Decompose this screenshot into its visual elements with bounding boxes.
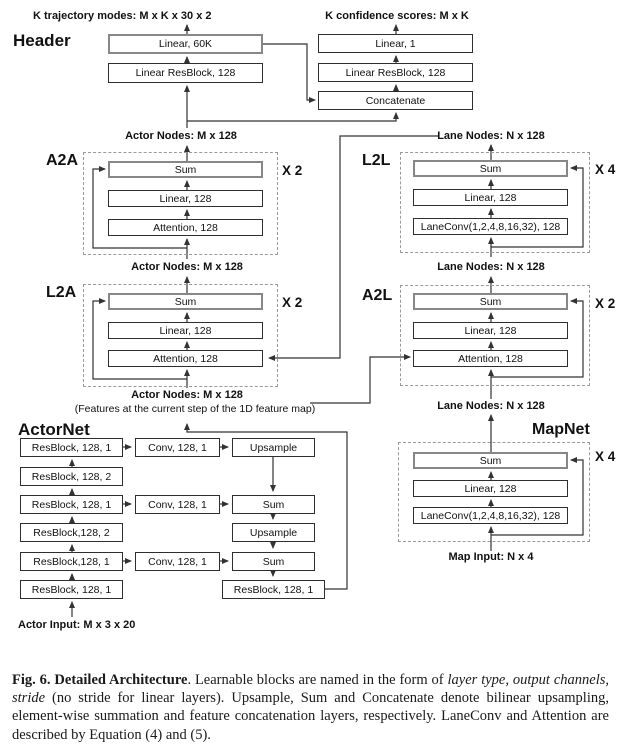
actornet-sum-2: Sum [232,552,315,571]
actornet-conv-3: Conv, 128, 1 [135,552,220,571]
box-linear-1: Linear, 1 [318,34,473,53]
mapnet-sum: Sum [413,452,568,469]
actornet-upsample-1: Upsample [232,438,315,457]
a2a-sum: Sum [108,161,263,178]
label-actor-nodes-top: Actor Nodes: M x 128 [125,130,237,142]
l2a-title: L2A [46,284,77,301]
actornet-sum-1: Sum [232,495,315,514]
label-lane-nodes-bottom: Lane Nodes: N x 128 [437,400,545,412]
a2a-title: A2A [46,152,79,169]
label-trajectory-modes: K trajectory modes: M x K x 30 x 2 [33,10,212,22]
a2a-linear: Linear, 128 [108,190,263,207]
a2l-attention: Attention, 128 [413,350,568,367]
label-map-input: Map Input: N x 4 [448,551,534,563]
actornet-upsample-2: Upsample [232,523,315,542]
actornet-resblock-6: ResBlock, 128, 1 [20,580,123,599]
mapnet-laneconv: LaneConv(1,2,4,8,16,32), 128 [413,507,568,524]
l2a-linear: Linear, 128 [108,322,263,339]
actornet-resblock-5: ResBlock,128, 1 [20,552,123,571]
l2l-dashed-border [400,152,590,253]
l2a-attention: Attention, 128 [108,350,263,367]
connection-wires [69,24,584,617]
a2l-repeat: X 2 [595,296,616,311]
wire-group [69,24,584,617]
l2l-laneconv: LaneConv(1,2,4,8,16,32), 128 [413,218,568,235]
actornet-conv-2: Conv, 128, 1 [135,495,220,514]
caption-italic: layer type, output channels, stride [12,672,609,707]
mapnet-dashed-border [398,442,590,542]
l2l-linear: Linear, 128 [413,189,568,206]
a2a-repeat: X 2 [282,163,303,178]
a2a-attention: Attention, 128 [108,219,263,236]
actornet-resblock-1: ResBlock, 128, 1 [20,438,123,457]
mapnet-title: MapNet [532,421,590,438]
a2l-title: A2L [362,287,393,304]
mapnet-linear: Linear, 128 [413,480,568,497]
caption-text-2: (no stride for linear layers). Upsample,… [12,690,609,743]
l2a-repeat: X 2 [282,295,303,310]
actornet-resblock-3: ResBlock, 128, 1 [20,495,123,514]
header-title: Header [13,31,71,50]
actornet-output-resblock: ResBlock, 128, 1 [222,580,325,599]
label-actor-nodes-mid: Actor Nodes: M x 128 [131,261,243,273]
label-confidence-scores: K confidence scores: M x K [325,10,469,22]
actornet-conv-1: Conv, 128, 1 [135,438,220,457]
a2l-dashed-border [400,285,590,386]
a2a-dashed-border [83,152,278,255]
a2l-linear: Linear, 128 [413,322,568,339]
l2a-sum: Sum [108,293,263,310]
box-concatenate: Concatenate [318,91,473,110]
caption-text-1: . Learnable blocks are named in the form… [187,672,448,688]
l2l-sum: Sum [413,160,568,177]
actornet-title: ActorNet [18,420,90,439]
l2a-dashed-border [83,284,278,387]
box-linear-resblock-left: Linear ResBlock, 128 [108,63,263,83]
caption-figure-number: Fig. 6. Detailed Architecture [12,672,188,688]
a2l-sum: Sum [413,293,568,310]
box-linear-resblock-right: Linear ResBlock, 128 [318,63,473,82]
label-lane-nodes-top: Lane Nodes: N x 128 [437,130,545,142]
mapnet-repeat: X 4 [595,449,616,464]
l2l-title: L2L [362,152,391,169]
label-actor-input: Actor Input: M x 3 x 20 [18,619,136,631]
box-linear-60k: Linear, 60K [108,34,263,54]
label-features-note: (Features at the current step of the 1D … [74,403,316,415]
actornet-resblock-2: ResBlock, 128, 2 [20,467,123,486]
label-actor-nodes-bottom: Actor Nodes: M x 128 [131,389,243,401]
l2l-repeat: X 4 [595,162,616,177]
label-lane-nodes-mid: Lane Nodes: N x 128 [437,261,545,273]
actornet-resblock-4: ResBlock,128, 2 [20,523,123,542]
figure-caption: Fig. 6. Detailed Architecture. Learnable… [12,671,609,744]
